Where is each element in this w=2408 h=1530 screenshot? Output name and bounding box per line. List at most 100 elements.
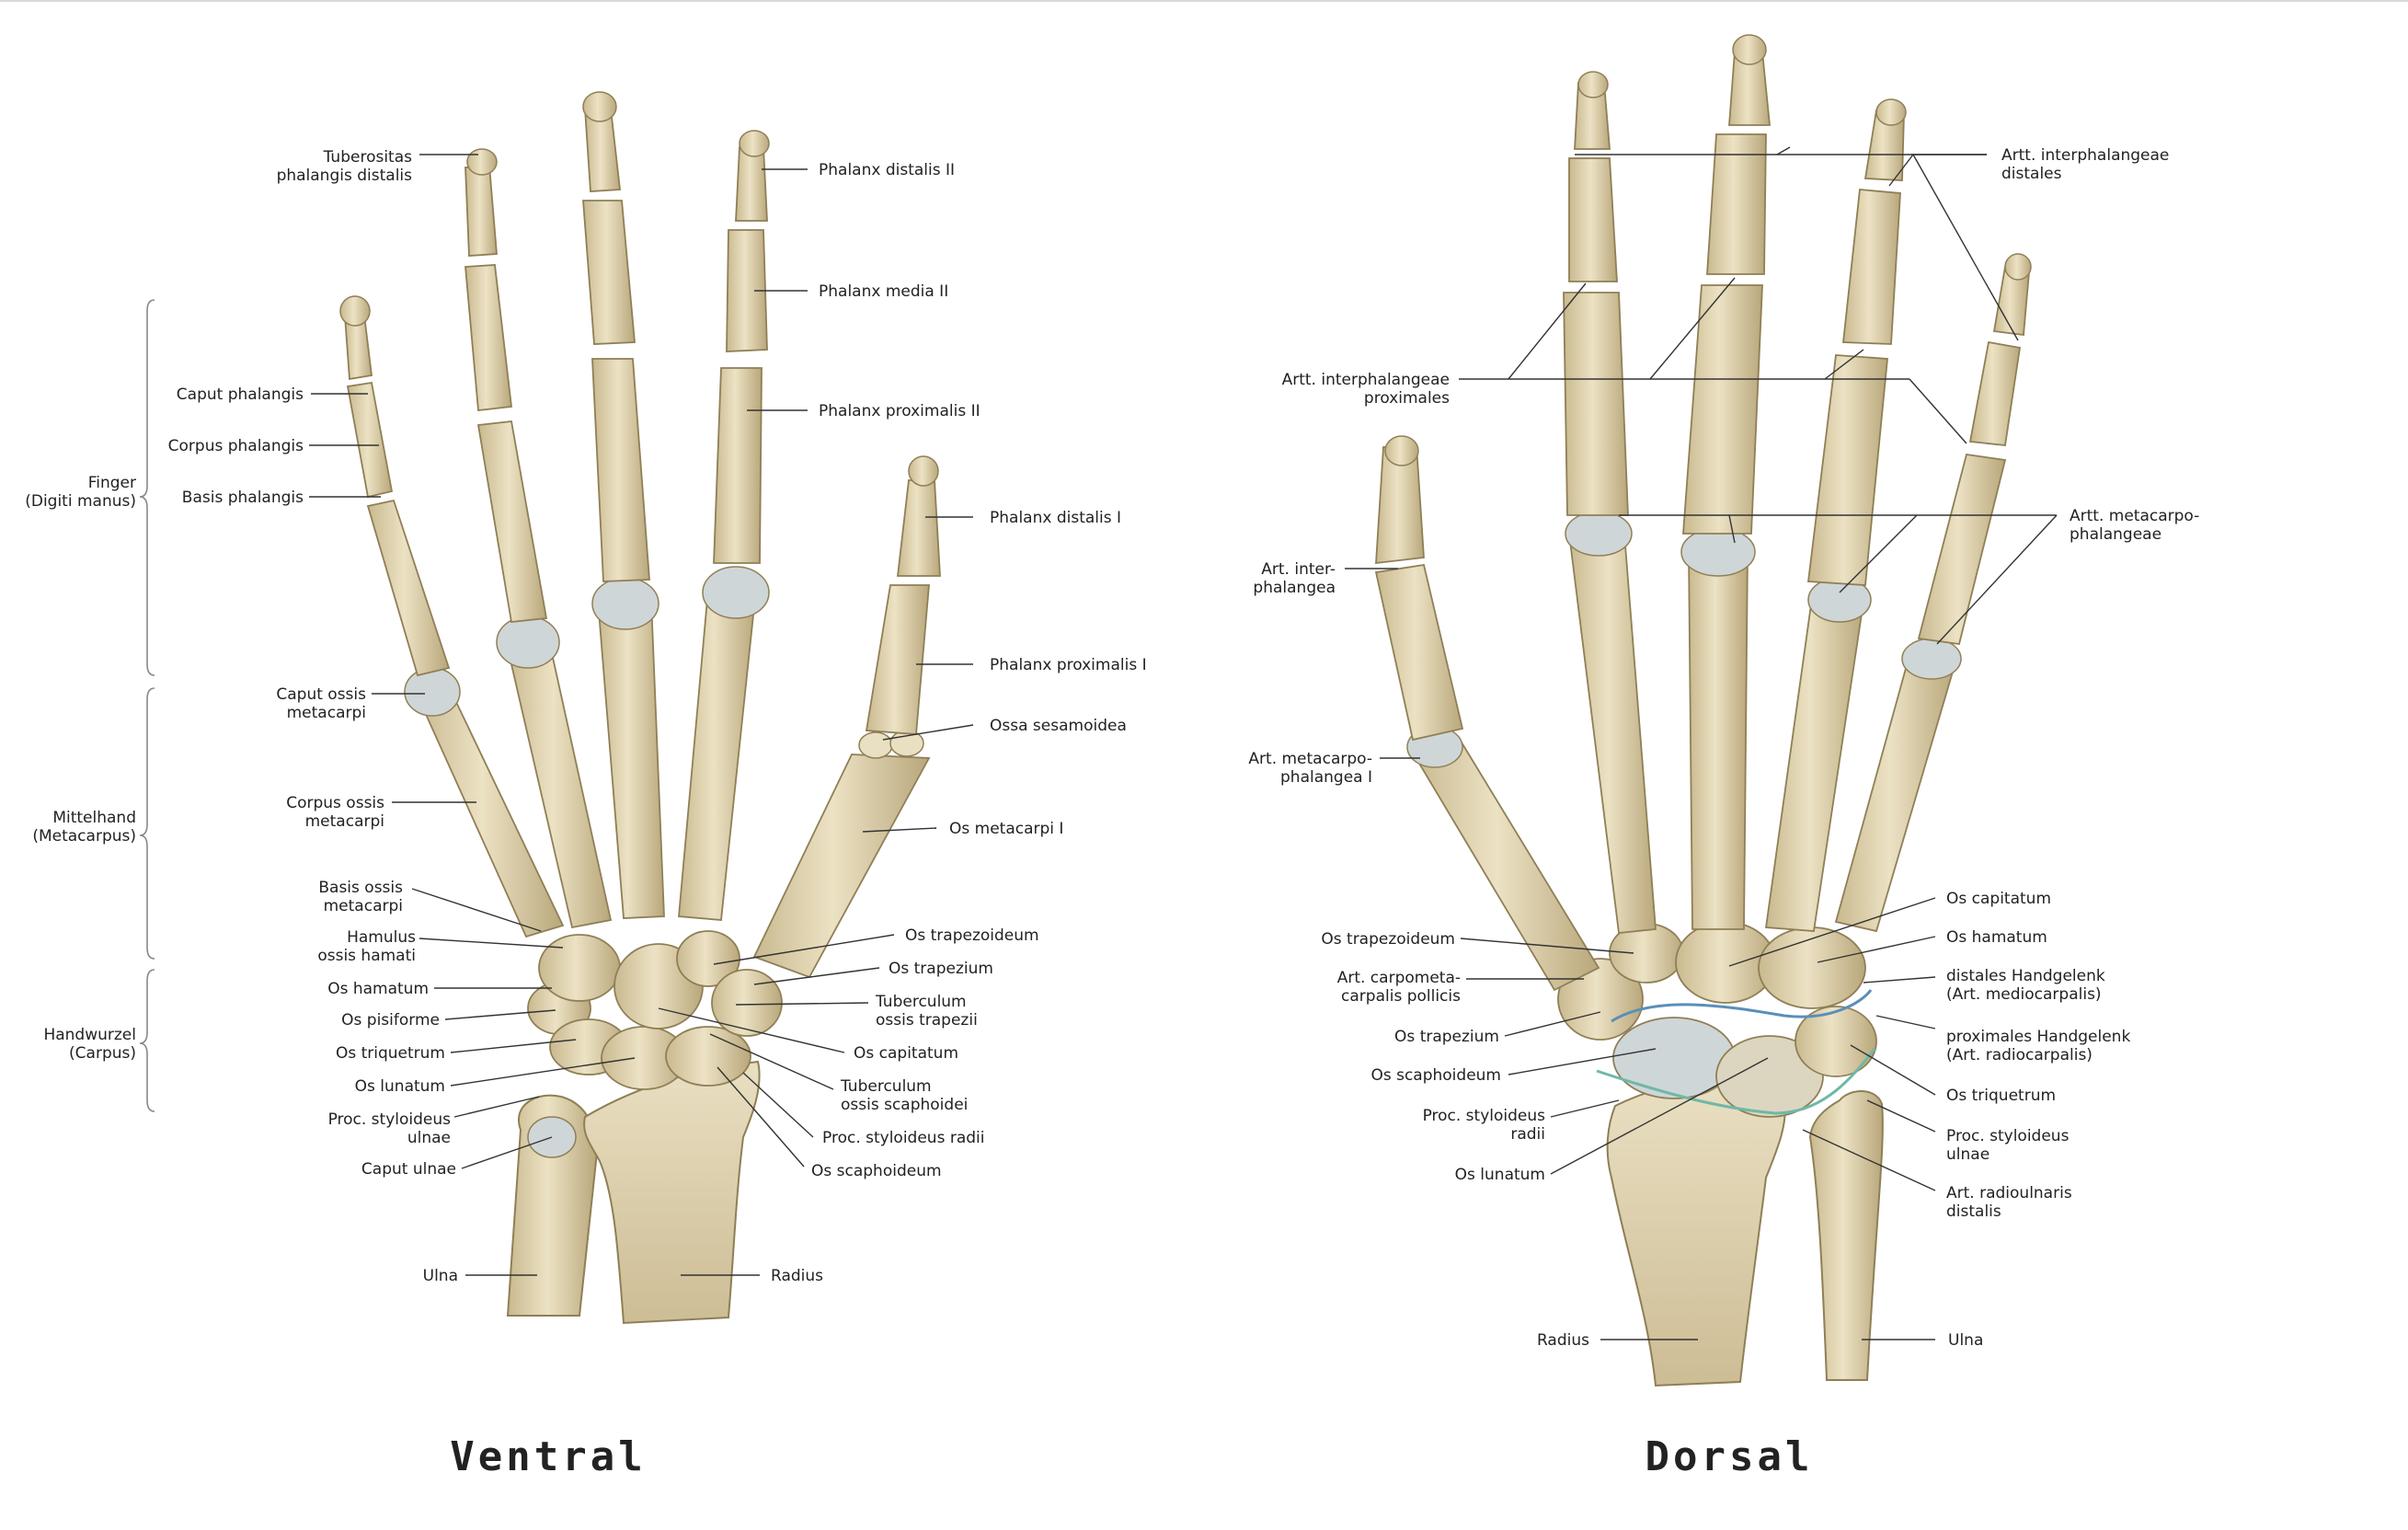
ventral-pp-i (865, 584, 930, 735)
label-os-hamatum-d: Os hamatum (1946, 928, 2047, 947)
ventral-dp-ii (735, 146, 768, 222)
label-art-carpometacarpalis: Art. carpometa-carpalis pollicis (1337, 969, 1461, 1006)
label-corpus-phalangis: Corpus phalangis (168, 437, 304, 455)
label-os-trapezoideum: Os trapezoideum (905, 926, 1039, 945)
label-os-capitatum-d: Os capitatum (1946, 890, 2051, 908)
ventral-mc-ii (678, 588, 757, 921)
dorsal-forearm (1606, 1080, 1884, 1387)
dorsal-midcarpal-line (1611, 989, 1873, 1023)
leader-os-lunatum-d (1550, 1057, 1769, 1175)
label-proc-styl-radii: Proc. styloideus radii (822, 1129, 984, 1147)
label-os-trapezoideum-d: Os trapezoideum (1321, 930, 1455, 949)
label-phalanx-proximalis-i: Phalanx proximalis I (990, 656, 1147, 674)
label-os-triquetrum: Os triquetrum (336, 1044, 445, 1063)
brace-carpus (139, 969, 155, 1112)
dorsal-pp-v (1917, 453, 2007, 646)
label-radius-d: Radius (1537, 1331, 1589, 1350)
dorsal-carpal-triquetrum (1795, 1006, 1877, 1077)
label-caput-ulnae: Caput ulnae (361, 1160, 456, 1179)
leader-art-mcp-2 (1839, 514, 1918, 593)
label-basis-phalangis: Basis phalangis (182, 489, 304, 507)
dorsal-pp-i (1374, 563, 1464, 742)
dorsal-carpal-hamatum (1758, 926, 1866, 1009)
ventral-mc-ii-head (702, 566, 770, 619)
ventral-sesamoid-1 (858, 731, 893, 759)
ventral-mc-iii (597, 599, 665, 919)
dorsal-mp-iv (1842, 189, 1901, 345)
leader-os-triquetrum-d (1850, 1044, 1936, 1096)
ventral-tip-iii (582, 91, 617, 122)
leader-os-lunatum (450, 1057, 636, 1087)
leader-os-scaphoideum-d (1508, 1048, 1657, 1076)
ventral-digit-iii (582, 91, 665, 919)
leader-os-hamatum-d (1817, 936, 1936, 963)
dorsal-mp-ii (1568, 157, 1618, 282)
ventral-carpal-trapezoideum (676, 930, 740, 987)
label-phalanx-media-ii: Phalanx media II (819, 282, 948, 301)
dorsal-tip-v (2004, 253, 2032, 281)
label-phalanx-distalis-ii: Phalanx distalis II (819, 161, 955, 179)
leader-tuberculum-scaphoidei (709, 1033, 834, 1090)
region-labels: Finger(Digiti manus) Mittelhand(Metacarp… (25, 474, 136, 1063)
ventral-mp-v (346, 381, 394, 499)
ventral-mp-iv (464, 264, 512, 411)
leader-os-trapezium-d (1504, 1011, 1601, 1037)
dorsal-tip-ii (1577, 71, 1609, 98)
ventral-pp-iv (476, 420, 548, 623)
ventral-pp-v (366, 499, 451, 677)
ventral-carpal-trapezium (711, 969, 783, 1037)
label-os-trapezium: Os trapezium (889, 960, 993, 978)
leader-ip-dist-3 (1912, 154, 2019, 341)
leader-os-pisiforme (444, 1009, 556, 1020)
ventral-digit-i (752, 455, 941, 979)
ventral-mc-iii-head (591, 577, 659, 630)
ventral-tip-v (339, 295, 371, 327)
dorsal-pp-ii (1563, 292, 1629, 516)
leader-proc-styl-ulnae-d (1866, 1099, 1936, 1133)
leader-proc-styl-ulnae (453, 1096, 540, 1118)
label-caput-phalangis: Caput phalangis (177, 385, 304, 404)
leader-os-capitatum-d (1728, 897, 1936, 967)
dorsal-digit-iii (1680, 34, 1771, 930)
ventral-tip-ii (739, 130, 770, 157)
ventral-radius-bone (583, 1060, 761, 1325)
label-os-capitatum: Os capitatum (854, 1044, 958, 1063)
dorsal-tip-i (1384, 435, 1419, 466)
label-art-mcp-i: Art. metacarpo-phalangea I (1248, 750, 1372, 787)
label-os-metacarpi-i: Os metacarpi I (949, 820, 1063, 838)
leader-art-mcp-1 (1728, 514, 1736, 544)
dorsal-digit-v (1834, 253, 2032, 933)
ventral-mp-ii (726, 229, 768, 352)
leader-hamulus (419, 938, 564, 949)
dorsal-pp-iv (1806, 354, 1888, 586)
dorsal-title: Dorsal (1645, 1433, 1814, 1480)
leader-ip-prox-2 (1649, 277, 1736, 380)
label-phalanx-distalis-i: Phalanx distalis I (990, 509, 1121, 527)
leader-os-trapezium (753, 967, 880, 985)
top-border (0, 0, 2408, 2)
leader-os-metacarpi-i (862, 827, 937, 833)
label-artt-mcp: Artt. metacarpo-phalangeae (2070, 507, 2199, 544)
ventral-carpal-scaphoideum (665, 1026, 751, 1087)
leader-proc-styl-radii (742, 1072, 814, 1138)
leader-tuberculum-trapezii (735, 1002, 869, 1006)
ventral-forearm (506, 1060, 761, 1325)
leader-ip-prox-1 (1508, 282, 1587, 380)
label-os-scaphoideum-d: Os scaphoideum (1370, 1066, 1501, 1085)
